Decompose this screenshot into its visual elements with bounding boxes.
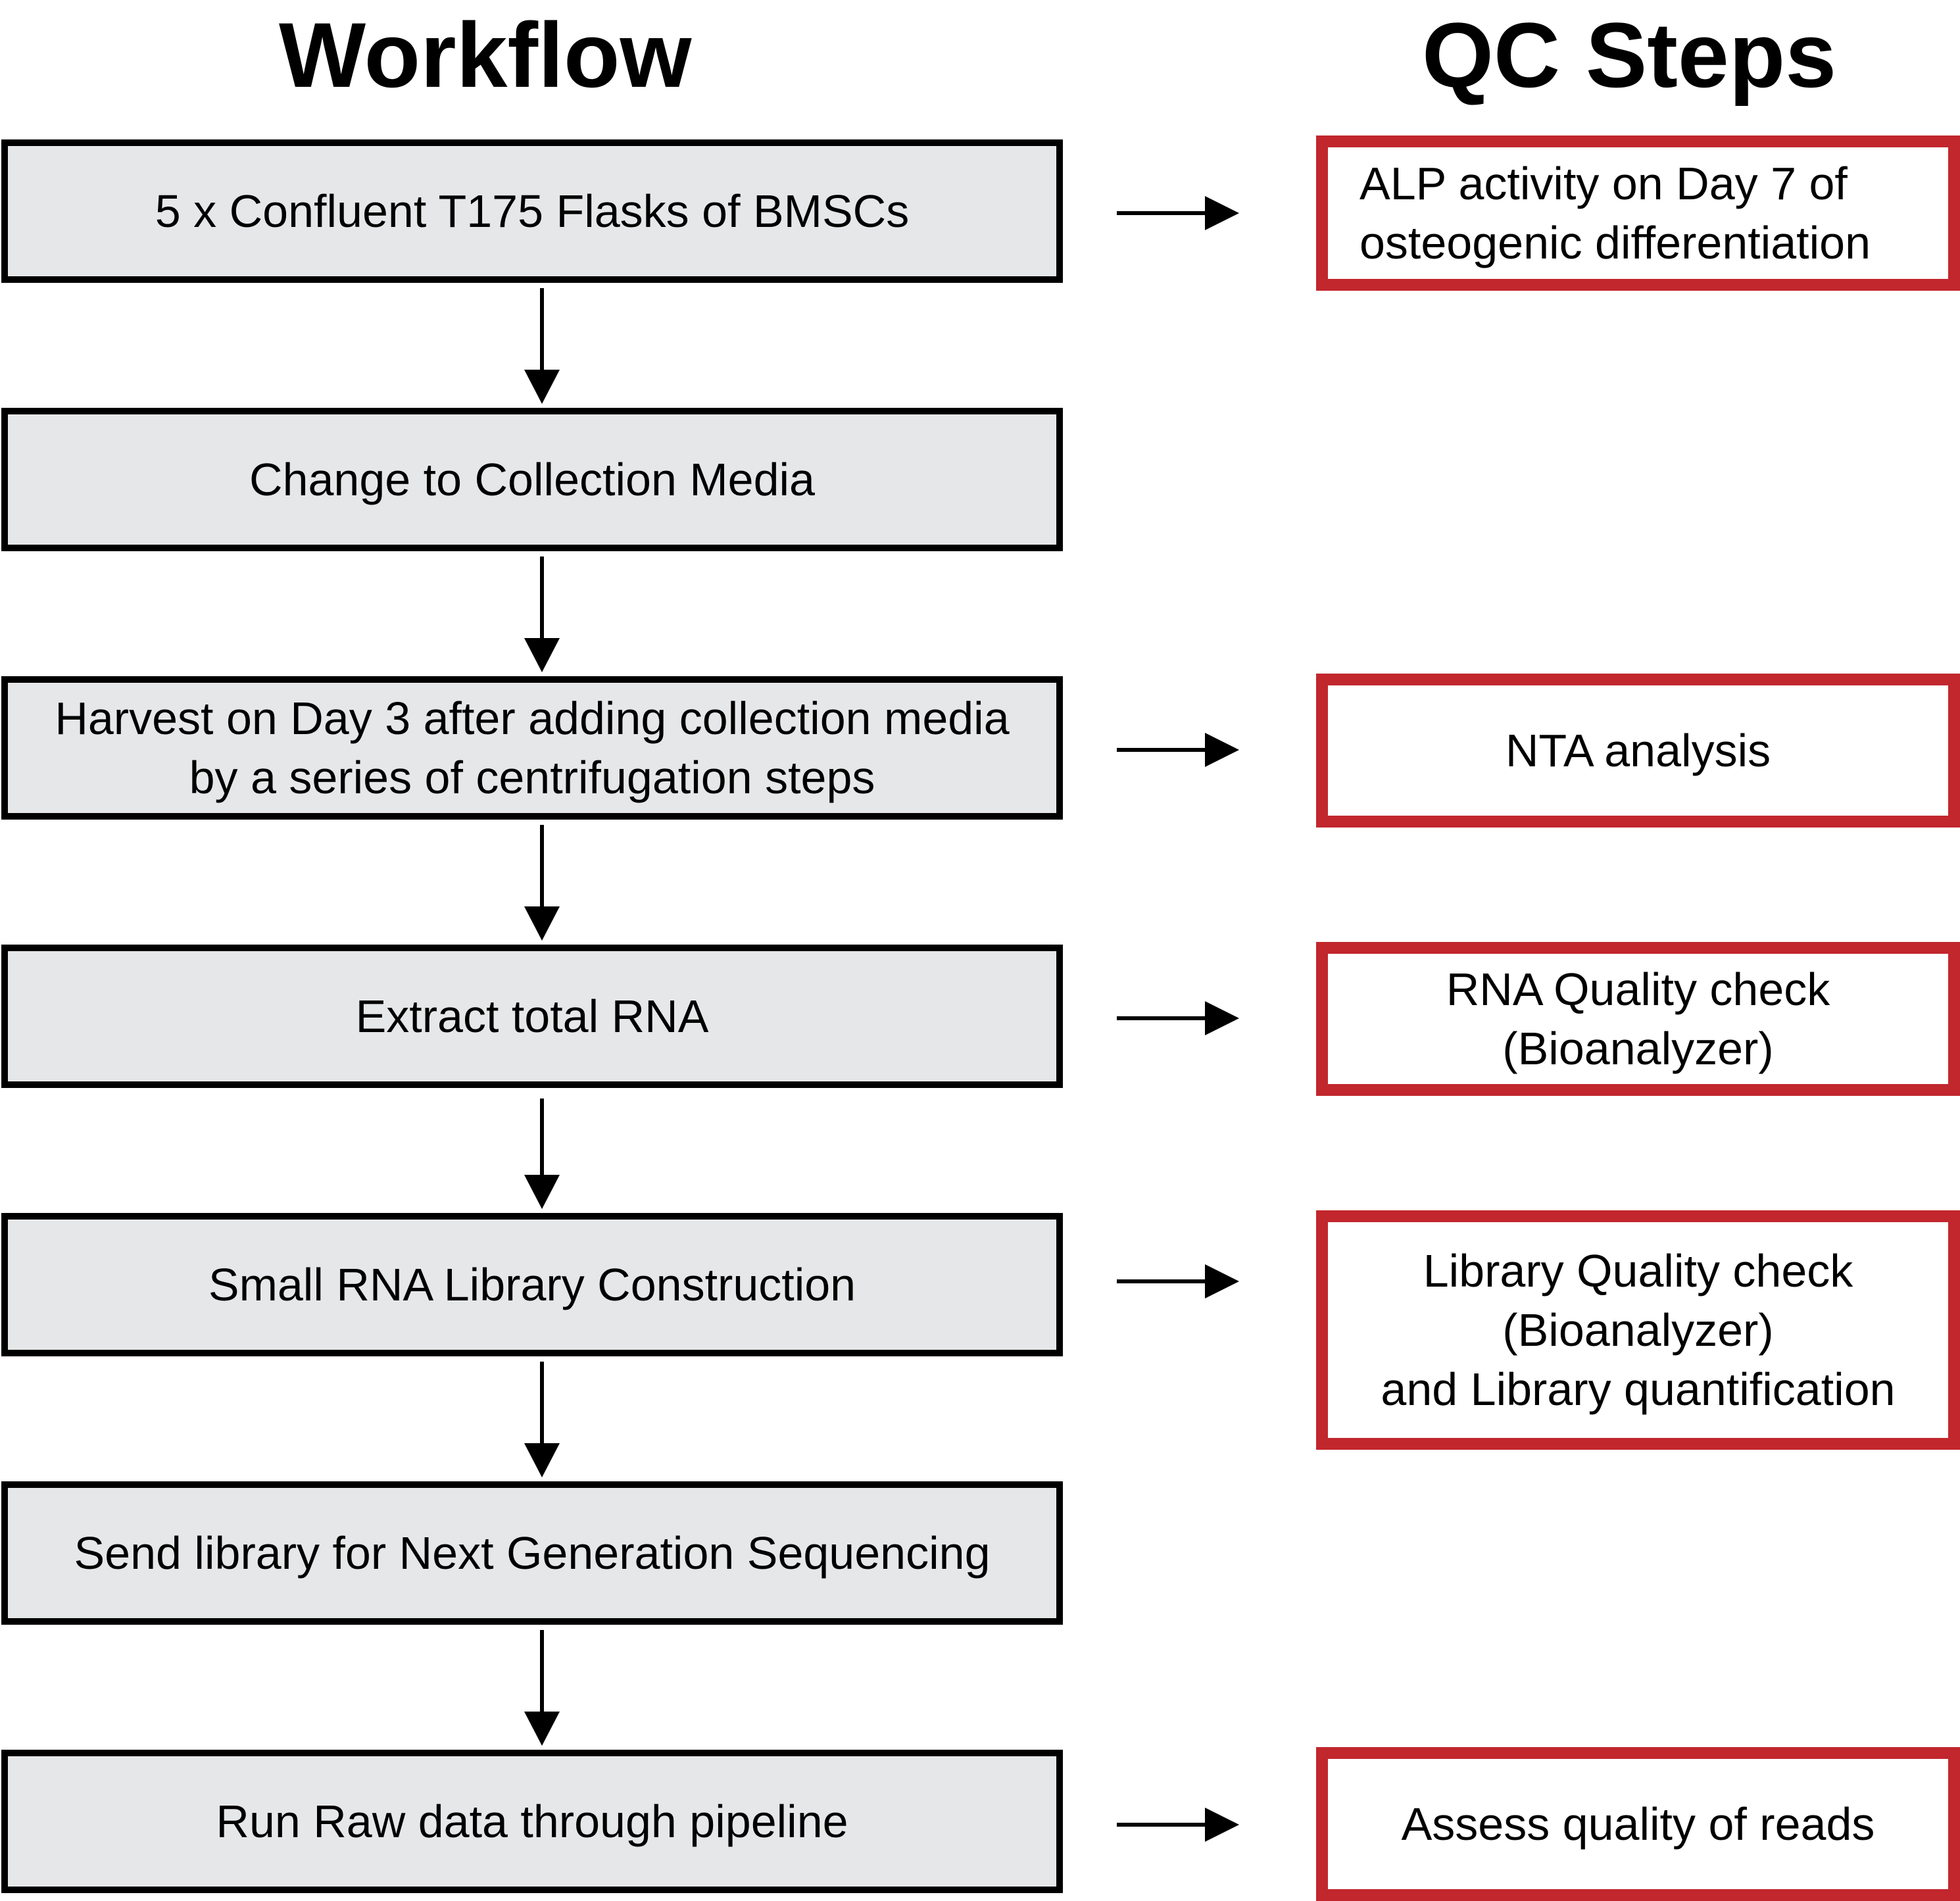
workflow-step-2: Change to Collection Media bbox=[1, 408, 1063, 551]
workflow-step-4: Extract total RNA bbox=[1, 945, 1063, 1088]
qc-step-2: NTA analysis bbox=[1316, 674, 1960, 827]
workflow-step-2-label: Change to Collection Media bbox=[249, 454, 815, 505]
workflow-step-6-label: Send library for Next Generation Sequenc… bbox=[74, 1527, 991, 1579]
down-arrow-3-head bbox=[524, 906, 560, 941]
workflow-step-7: Run Raw data through pipeline bbox=[1, 1750, 1063, 1893]
qc-step-1-label: ALP activity on Day 7 of osteogenic diff… bbox=[1360, 158, 1871, 268]
workflow-step-1-label: 5 x Confluent T175 Flasks of BMSCs bbox=[155, 185, 910, 237]
qc-step-5: Assess quality of reads bbox=[1316, 1747, 1960, 1901]
workflow-step-3: Harvest on Day 3 after adding collection… bbox=[1, 676, 1063, 820]
qc-step-3-label: RNA Quality check (Bioanalyzer) bbox=[1446, 964, 1830, 1074]
workflow-step-4-label: Extract total RNA bbox=[355, 991, 709, 1042]
workflow-step-5: Small RNA Library Construction bbox=[1, 1213, 1063, 1356]
right-arrow-4-head bbox=[1205, 1264, 1239, 1298]
workflow-heading: Workflow bbox=[279, 3, 692, 107]
workflow-step-6: Send library for Next Generation Sequenc… bbox=[1, 1481, 1063, 1625]
down-arrow-2-head bbox=[524, 638, 560, 672]
qc-step-3: RNA Quality check (Bioanalyzer) bbox=[1316, 942, 1960, 1096]
qc-steps-heading: QC Steps bbox=[1422, 3, 1837, 107]
down-arrow-5-head bbox=[524, 1443, 560, 1477]
workflow-step-1: 5 x Confluent T175 Flasks of BMSCs bbox=[1, 139, 1063, 283]
qc-step-4: Library Quality check (Bioanalyzer) and … bbox=[1316, 1210, 1960, 1450]
qc-step-2-label: NTA analysis bbox=[1505, 725, 1771, 776]
right-arrow-1-head bbox=[1205, 196, 1239, 230]
right-arrows bbox=[1117, 196, 1239, 1842]
workflow-step-3-label: Harvest on Day 3 after adding collection… bbox=[55, 693, 1010, 803]
workflow-step-5-label: Small RNA Library Construction bbox=[208, 1259, 856, 1310]
right-arrow-3-head bbox=[1205, 1001, 1239, 1035]
down-arrow-4-head bbox=[524, 1175, 560, 1209]
down-arrow-6-head bbox=[524, 1712, 560, 1746]
qc-step-5-label: Assess quality of reads bbox=[1401, 1798, 1875, 1850]
down-arrow-1-head bbox=[524, 370, 560, 404]
workflow-step-7-label: Run Raw data through pipeline bbox=[216, 1796, 848, 1847]
right-arrow-2-head bbox=[1205, 733, 1239, 767]
qc-step-4-label: Library Quality check (Bioanalyzer) and … bbox=[1381, 1245, 1896, 1415]
down-arrows bbox=[524, 288, 560, 1746]
qc-step-1: ALP activity on Day 7 of osteogenic diff… bbox=[1316, 136, 1960, 291]
right-arrow-5-head bbox=[1205, 1808, 1239, 1842]
